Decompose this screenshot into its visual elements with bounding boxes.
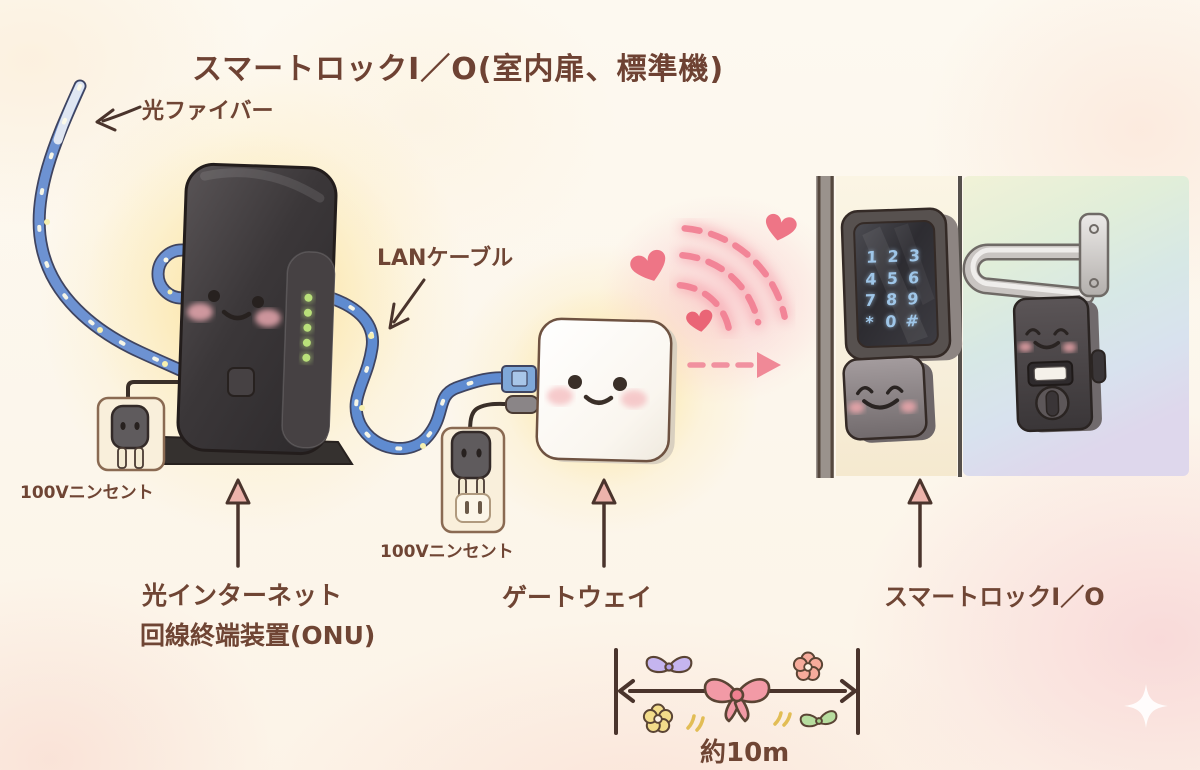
keypad-key: 3	[908, 246, 921, 266]
gateway-face	[547, 375, 647, 408]
onu-status-leds	[300, 291, 315, 364]
thumbturn-lock	[1012, 295, 1107, 433]
flower-decoration-yellow	[642, 703, 674, 733]
flower-decoration-pink	[792, 651, 824, 681]
decorations	[642, 651, 1168, 733]
bow-decoration-green	[799, 710, 838, 728]
arrow-up-onu	[225, 478, 251, 568]
keypad-key: 4	[865, 269, 877, 289]
gateway-label: ゲートウェイ	[502, 583, 653, 612]
sparkle-icon	[1124, 684, 1168, 728]
keypad-lock	[840, 207, 963, 363]
fiber-label-arrow	[95, 105, 142, 132]
keypad-digits: 1 2 3 4 5 6 7 8 9 * 0 #	[859, 245, 926, 333]
lock-bolt	[1090, 349, 1107, 384]
gateway-illustration	[501, 317, 678, 465]
outlet-gateway-label: 100Vニンセント	[380, 542, 514, 562]
keypad-key: 7	[864, 290, 877, 311]
onu-power-cord	[126, 380, 236, 414]
lan-cable-label: LANケーブル	[377, 246, 514, 271]
arrow-up-gateway	[591, 478, 617, 568]
keypad-key: #	[905, 310, 920, 331]
onu-face	[187, 290, 281, 327]
keypad-key: 2	[887, 246, 900, 267]
keypad-key: *	[865, 312, 875, 332]
power-plug-left	[110, 404, 150, 469]
lan-plug	[501, 365, 537, 393]
onu-label-line2: 回線終端装置(ONU)	[140, 621, 376, 650]
pointer-arrows	[225, 478, 933, 568]
door-guard	[962, 212, 1110, 305]
onu-label-line1: 光インターネット	[142, 581, 343, 610]
outlet-socket	[455, 493, 491, 523]
keypad-lock-lower	[842, 355, 936, 443]
lan-label-arrow	[388, 278, 426, 330]
sparkle-ticks	[686, 711, 792, 732]
keypad-lock-face	[848, 385, 917, 414]
keypad-key: 0	[884, 311, 897, 332]
onu-power-port	[227, 367, 255, 397]
keypad-key: 9	[907, 289, 919, 309]
thumbturn-knob	[1035, 385, 1070, 421]
keypad-key: 6	[907, 267, 920, 288]
keypad-key: 1	[865, 247, 878, 268]
outlet-left-label: 100Vニンセント	[20, 483, 154, 503]
fiber-label: 光ファイバー	[142, 99, 274, 124]
keypad-key: 8	[885, 290, 898, 310]
heart-icon	[630, 213, 797, 332]
label-arrows	[95, 105, 426, 330]
lan-cable	[311, 287, 511, 455]
thumbturn-lock-face	[1018, 328, 1077, 353]
diagram-title: スマートロックI／O(室内扉、標準機)	[192, 52, 725, 87]
smartlock-label: スマートロックI／O	[884, 583, 1105, 611]
gateway-power-connector	[505, 395, 539, 414]
onu-illustration	[112, 162, 354, 465]
distance-label: 約10m	[700, 738, 790, 768]
keypad-key: 5	[886, 268, 899, 288]
power-outlet-left	[96, 396, 166, 472]
bow-decoration-purple	[645, 655, 693, 674]
arrow-up-smartlock	[907, 478, 933, 568]
signal-arrow	[687, 352, 781, 378]
bow-decoration-pink	[703, 678, 771, 723]
power-outlet-gateway	[440, 401, 509, 534]
wifi-signal	[630, 213, 797, 378]
keypad-screen	[853, 219, 939, 349]
